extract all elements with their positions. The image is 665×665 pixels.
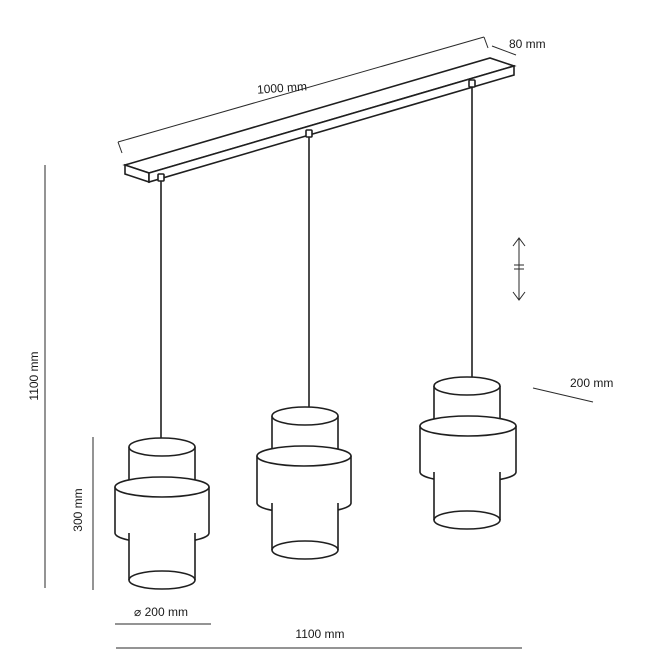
outer-ring-dimension-line [532, 387, 594, 403]
suspension-wires [157, 79, 476, 438]
ceiling-canopy [122, 57, 517, 184]
adjustable-height-arrows-icon [512, 237, 526, 301]
total-width-label: 1100 mm [295, 627, 344, 641]
canopy-length-dimension-line [117, 36, 489, 154]
canopy-length-label: 1000 mm [257, 79, 308, 96]
shade-height-label: 300 mm [71, 488, 85, 531]
canopy-depth-dimension-line [491, 45, 517, 56]
outer-ring-diameter-label: 200 mm [570, 376, 613, 390]
pendant-shade-left [114, 437, 210, 590]
pendant-shade-middle [256, 406, 352, 560]
shade-diameter-label: ⌀ 200 mm [134, 605, 188, 619]
pendant-shade-right [419, 376, 517, 530]
total-height-label: 1100 mm [27, 351, 41, 400]
canopy-depth-label: 80 mm [509, 37, 546, 51]
